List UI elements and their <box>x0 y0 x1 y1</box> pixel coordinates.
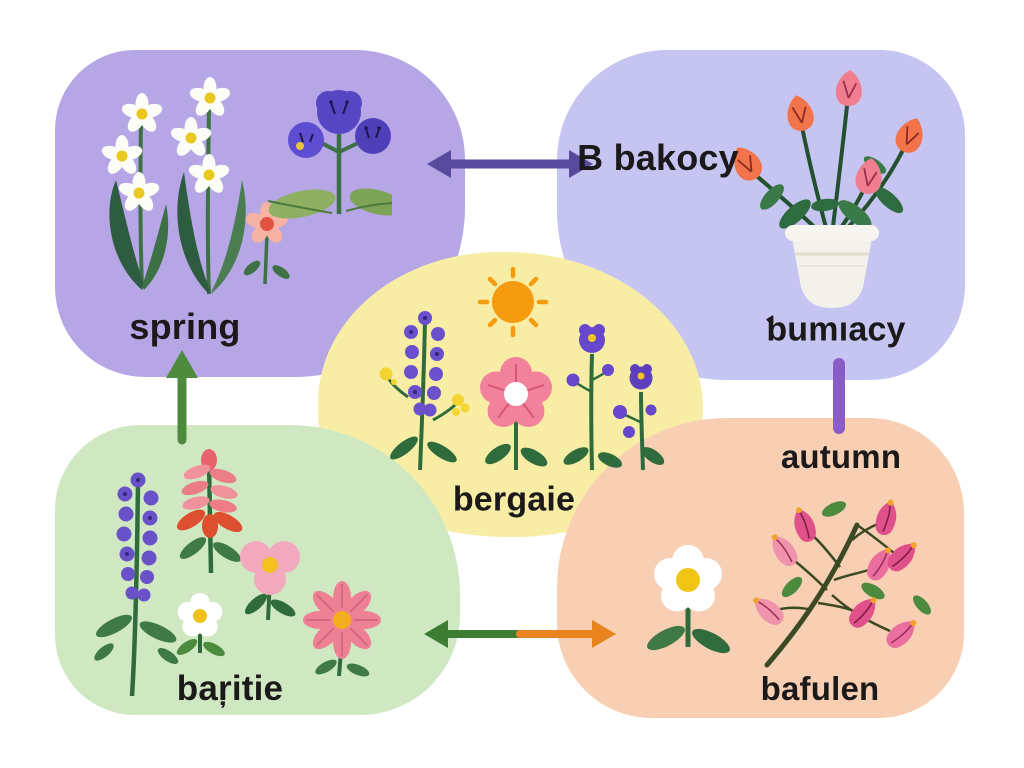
spring-label: spring <box>129 306 241 347</box>
winter-spring-arrow <box>166 350 198 445</box>
flower-pot-icon <box>785 225 879 308</box>
winter-label: baŗitie <box>176 669 284 708</box>
summer-autumn-connector <box>833 358 845 434</box>
indian-paintbrush-icon <box>176 449 243 574</box>
white-daisy-icon <box>647 545 730 654</box>
tulip-icon <box>835 70 862 106</box>
purple-primrose-icon <box>267 90 392 219</box>
winter-flowers-icon <box>94 449 381 697</box>
violets-icon <box>563 324 665 471</box>
lupine-icon <box>94 472 179 697</box>
spring-flowers-icon <box>101 77 392 295</box>
center-flowers-icon <box>379 266 665 471</box>
center-label: bergaie <box>452 480 576 519</box>
narcissus-stalk-icon <box>170 77 246 295</box>
cosmos-icon <box>303 581 381 677</box>
pink-daisy-icon <box>480 357 552 470</box>
summer-label: ƅumıacy <box>766 310 906 349</box>
tulip-pot-icon <box>734 70 923 308</box>
tulip-icon <box>787 95 814 131</box>
autumn-label: bafulen <box>760 670 880 707</box>
summer-heading: B bakocy <box>577 137 739 178</box>
spring-summer-arrow <box>427 150 593 178</box>
autumn-flowers-icon <box>647 499 932 668</box>
sun-icon <box>477 266 549 338</box>
tulip-leaves-icon <box>760 156 904 229</box>
winter-autumn-arrow <box>424 620 616 648</box>
bougainvillea-icon <box>753 499 932 668</box>
narcissus-stalk-icon <box>101 93 169 290</box>
tulip-icon <box>895 118 923 153</box>
autumn-heading: autumn <box>780 438 902 475</box>
pink-flower-icon <box>243 202 290 285</box>
tulip-icon <box>734 147 762 181</box>
lavender-icon <box>379 311 470 471</box>
white-daisy-icon <box>176 593 225 657</box>
tulip-icon <box>855 158 882 194</box>
pink-poppy-icon <box>240 541 300 621</box>
